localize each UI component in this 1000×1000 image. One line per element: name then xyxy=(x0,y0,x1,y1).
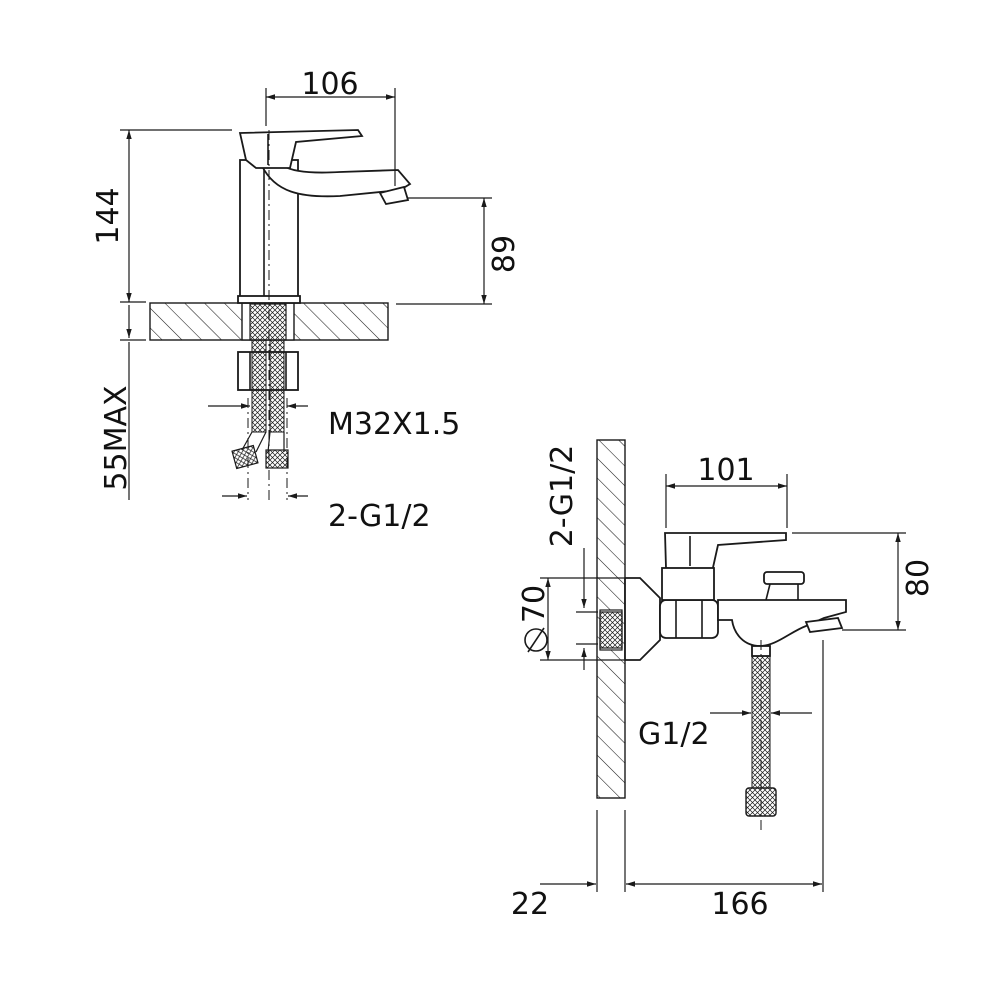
basin-mixer-view: 106 144 89 55MAX M32X1.5 2-G1/2 xyxy=(91,67,522,534)
dim-bath-inlets: 2-G1/2 xyxy=(545,445,580,548)
basin-spout xyxy=(260,165,412,198)
dim-projection: 166 xyxy=(711,887,768,922)
fixing-nut xyxy=(237,351,299,391)
diameter-symbol xyxy=(524,627,548,653)
bath-spout-tip xyxy=(804,617,844,633)
eccentric-union xyxy=(599,611,623,649)
dim-bath-width: 101 xyxy=(697,453,754,488)
bath-mixer-view: 101 80 2-G1/2 70 G1/2 22 166 xyxy=(511,439,936,922)
dim-spout-height: 89 xyxy=(487,235,522,273)
union-nut xyxy=(659,599,719,639)
dim-flange-diameter: 70 xyxy=(517,585,552,623)
dim-deck-thickness: 55MAX xyxy=(99,385,134,490)
dim-outlet-thread: G1/2 xyxy=(638,717,710,752)
dim-basin-width: 106 xyxy=(301,67,358,102)
diverter-knob xyxy=(763,571,805,585)
hose-fitting-right xyxy=(265,449,289,469)
dim-basin-inlets: 2-G1/2 xyxy=(328,499,431,534)
basin-handle xyxy=(238,129,364,169)
hose-right xyxy=(269,339,285,433)
dim-basin-height: 144 xyxy=(91,187,126,244)
hose-left xyxy=(251,339,267,433)
threaded-shank xyxy=(249,303,287,341)
aerator xyxy=(378,185,410,206)
hose-fitting-left xyxy=(231,444,259,470)
dim-bath-height: 80 xyxy=(901,559,936,597)
dim-thread: M32X1.5 xyxy=(328,407,460,442)
cover-flange xyxy=(624,577,661,661)
dim-wall-offset: 22 xyxy=(511,887,549,922)
bath-handle xyxy=(664,532,787,573)
